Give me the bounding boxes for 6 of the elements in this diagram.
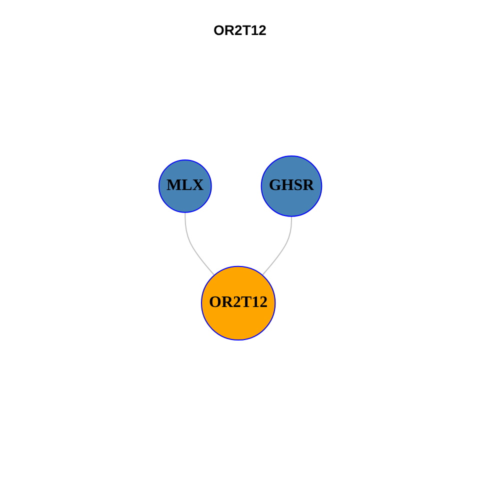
node-circle: OR2T12 — [200, 266, 276, 340]
node-circle: MLX — [158, 160, 212, 213]
connector — [262, 216, 292, 276]
connector — [184, 212, 214, 276]
node-circle: GHSR — [260, 155, 322, 217]
diagram-title: OR2T12 — [212, 22, 268, 38]
